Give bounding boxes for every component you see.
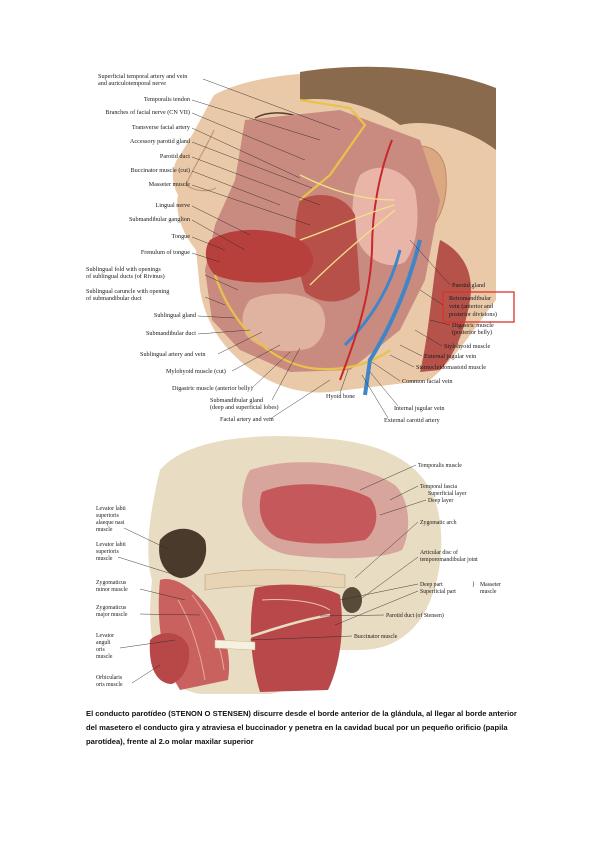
label: muscle <box>96 556 113 562</box>
label: of sublingual ducts (of Rivinus) <box>86 273 165 280</box>
label: Sublingual fold with openings <box>86 266 161 273</box>
label: External jugular vein <box>424 353 476 360</box>
label: Parotid gland <box>452 282 486 289</box>
label: Internal jugular vein <box>394 405 445 412</box>
label: Common facial vein <box>402 378 453 385</box>
label: (posterior belly) <box>452 329 492 336</box>
label: posterior divisions) <box>449 311 497 318</box>
bottom-labels-right: Temporalis muscle Temporal fascia Superf… <box>249 463 501 641</box>
label: Zygomaticus <box>96 580 127 586</box>
label: Superficial part <box>420 588 456 595</box>
top-labels-left: Superficial temporal artery and vein and… <box>86 73 341 337</box>
label: Orbicularis <box>96 675 123 681</box>
label: Parotid duct <box>160 153 190 160</box>
label: Branches of facial nerve (CN VII) <box>105 109 190 116</box>
label: Hyoid bone <box>326 393 355 400</box>
label: alaeque nasi <box>96 520 125 526</box>
label: Articular disc of <box>420 549 458 556</box>
label: Temporalis tendon <box>144 96 190 103</box>
label: Lingual nerve <box>155 202 190 209</box>
label: Accessory parotid gland <box>130 138 191 145</box>
label: Frenulum of tongue <box>141 249 190 256</box>
label: oris <box>96 647 105 653</box>
label: superioris <box>96 513 120 519</box>
figure-caption: El conducto parotídeo (STENON O STENSEN)… <box>86 709 517 746</box>
label: superioris <box>96 549 120 555</box>
label: Sublingual artery and vein <box>140 351 205 358</box>
label: Superficial temporal artery and vein <box>98 73 187 80</box>
label: temporomandibular joint <box>420 557 478 563</box>
label: Zygomatic arch <box>420 520 457 526</box>
bottom-labels-left: Levator labii superioris alaeque nasi mu… <box>96 506 201 688</box>
label: Facial artery and vein <box>220 416 274 423</box>
bottom-illustration <box>148 436 442 694</box>
label: anguli <box>96 640 111 646</box>
label: Buccinator muscle <box>354 634 398 640</box>
label: minor muscle <box>96 587 128 593</box>
label: (deep and superficial lobes) <box>210 404 279 411</box>
label: Levator <box>96 633 114 639</box>
top-illustration <box>172 66 496 396</box>
label: Sublingual caruncle with opening <box>86 288 169 295</box>
label: Levator labii <box>96 506 126 512</box>
label: Submandibular ganglion <box>129 216 190 223</box>
label: Sublingual gland <box>154 312 197 319</box>
label: Digastric muscle (anterior belly) <box>172 385 253 392</box>
label: Deep part <box>420 582 443 588</box>
label: Masseter muscle <box>149 181 191 188</box>
top-labels-bottom: Sublingual artery and vein Mylohyoid mus… <box>140 331 445 424</box>
label: oris muscle <box>96 682 123 688</box>
top-labels-right: Parotid gland Retromandibular vein (ante… <box>371 239 515 385</box>
label: Tongue <box>172 233 191 240</box>
label: Zygomaticus <box>96 605 127 611</box>
label: Buccinator muscle (cut) <box>131 167 190 174</box>
label: Digastric muscle <box>452 322 494 329</box>
label: vein (anterior and <box>449 303 494 310</box>
label: muscle <box>480 589 497 595</box>
label: Deep layer <box>428 498 453 504</box>
label: Masseter <box>480 582 501 588</box>
label: Temporalis muscle <box>418 463 462 469</box>
label: Temporal fascia <box>420 483 458 490</box>
label: Stylohyoid muscle <box>444 343 490 350</box>
label: muscle <box>96 654 113 660</box>
label: muscle <box>96 527 113 533</box>
label: Submandibular gland <box>210 397 264 404</box>
label: and auriculotemporal nerve <box>98 80 166 87</box>
brace: } <box>472 582 475 588</box>
label: Levator labii <box>96 542 126 548</box>
retromandibular-highlight-box <box>442 291 515 323</box>
label: major muscle <box>96 612 128 618</box>
label: Parotid duct (of Stensen) <box>386 612 444 619</box>
label: Transverse facial artery <box>132 124 191 131</box>
label: External carotid artery <box>384 417 441 424</box>
label: Mylohyoid muscle (cut) <box>166 368 226 375</box>
label: Submandibular duct <box>146 330 196 337</box>
label: of submandibular duct <box>86 295 142 302</box>
label: Sternocleidomastoid muscle <box>416 364 486 371</box>
label: Retromandibular <box>449 295 491 302</box>
label: Superficial layer <box>428 490 467 497</box>
